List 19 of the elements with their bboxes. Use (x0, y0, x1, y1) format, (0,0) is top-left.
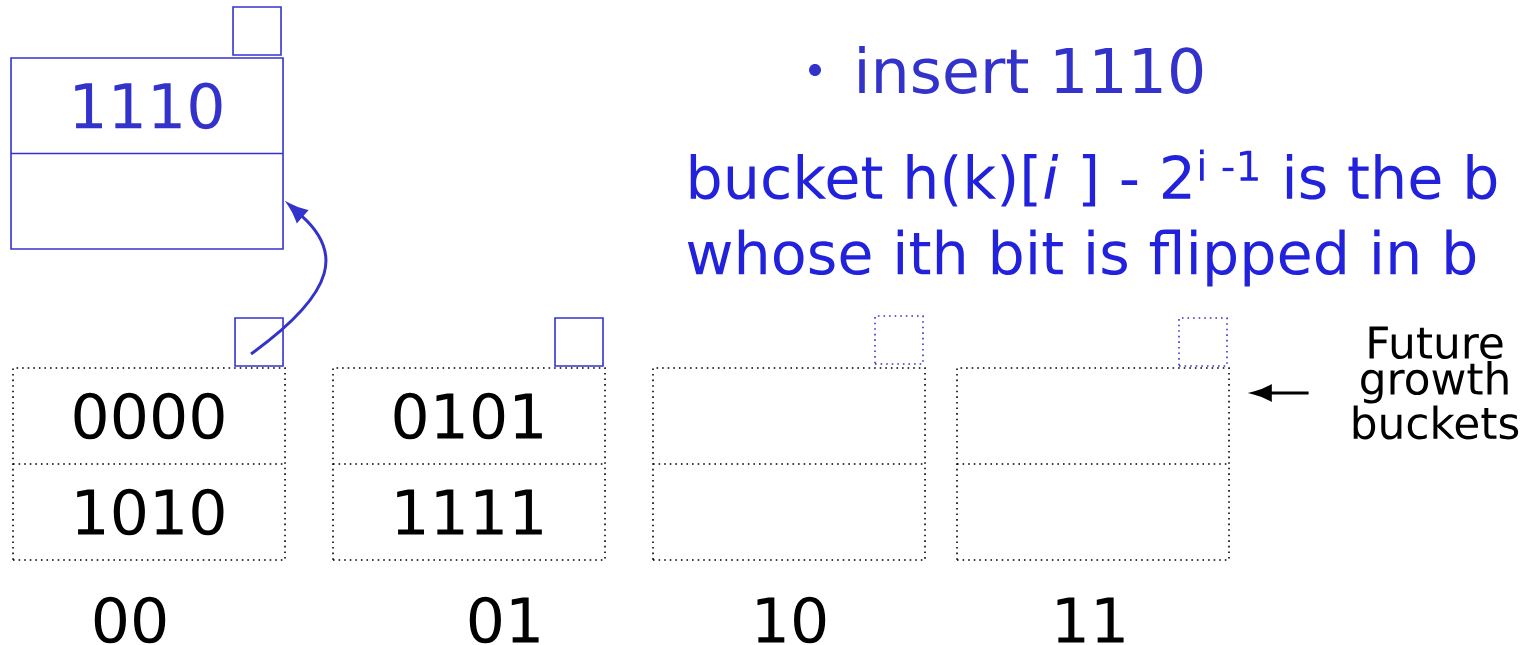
label-text: Future growth buckets (1353, 326, 1519, 440)
label-text: 01 (469, 596, 539, 644)
label-text: 11 (1057, 597, 1124, 643)
bucket-box: 1110 (10, 57, 284, 250)
arrow (250, 203, 328, 356)
label-text: insert 1110 (859, 46, 1203, 94)
label-text: 00 (94, 596, 166, 644)
label-text: 10 (757, 596, 826, 644)
depth-box (874, 315, 924, 365)
depth-box (234, 317, 284, 367)
depth-box (232, 6, 282, 56)
label-text: bucket h(k)[i ] - 2$^{i -1}$ is the b (690, 149, 1497, 207)
bucket-box (956, 367, 1230, 561)
depth-box (1178, 317, 1228, 367)
label-text: whose ith bit is flipped in b (687, 229, 1476, 287)
bucket-box (652, 367, 926, 561)
depth-box (554, 317, 604, 367)
bucket-box: 0000 1010 (12, 367, 286, 561)
bucket-box: 0101 1111 (332, 367, 606, 561)
